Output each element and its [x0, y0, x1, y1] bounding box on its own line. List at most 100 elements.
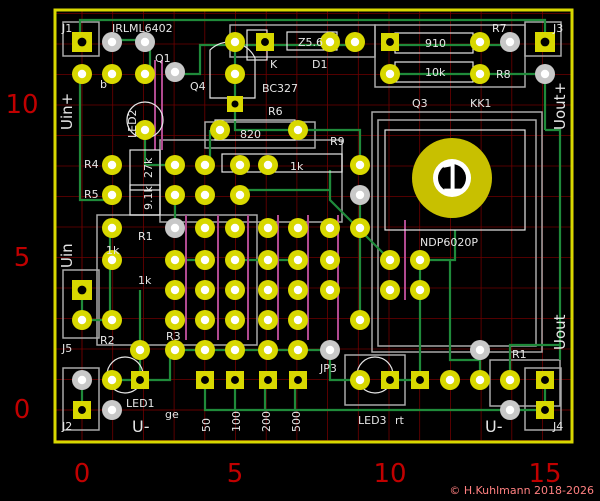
label-uin-plus: Uin+: [58, 93, 76, 130]
pad-hole: [475, 345, 485, 355]
label-r27k: 27k: [142, 157, 155, 178]
pad-hole: [230, 37, 240, 47]
pad-hole: [293, 223, 303, 233]
pad-hole: [325, 285, 335, 295]
pad-hole: [294, 376, 302, 384]
pad-hole: [77, 315, 87, 325]
pad-hole: [107, 375, 117, 385]
silk-labels: J1 IRLML6402 Q1 b Q4 BC327 K Z5.6 D1 R6 …: [58, 22, 569, 436]
pad-hole: [230, 69, 240, 79]
pad-hole: [475, 375, 485, 385]
label-r910: 910: [425, 37, 446, 50]
pad-hole: [263, 345, 273, 355]
pad-hole: [201, 376, 209, 384]
pad-hole: [355, 315, 365, 325]
label-kk1: KK1: [470, 97, 491, 110]
pad-hole: [107, 69, 117, 79]
pad-hole: [215, 125, 225, 135]
axis-labels: 10 5 0 0 5 10 15: [5, 90, 561, 489]
pads: [72, 32, 555, 420]
pad-hole: [77, 69, 87, 79]
axis-y-label-10: 10: [5, 90, 38, 120]
pad-hole: [170, 315, 180, 325]
pad-hole: [415, 285, 425, 295]
pad-hole: [77, 285, 87, 295]
pad-hole: [385, 285, 395, 295]
pad-hole: [505, 375, 515, 385]
pad-hole: [350, 37, 360, 47]
pad-hole: [170, 190, 180, 200]
label-r7: R7: [492, 22, 507, 35]
pad-hole: [230, 285, 240, 295]
pad-hole: [541, 406, 549, 414]
label-irlml6402: IRLML6402: [112, 22, 173, 35]
pad-hole: [505, 405, 515, 415]
label-u-minus-left: U-: [132, 417, 149, 436]
label-uin: Uin: [58, 243, 76, 268]
axis-y-label-0: 0: [14, 395, 31, 425]
label-led2: LED2: [126, 109, 139, 138]
label-bc327: BC327: [262, 82, 298, 95]
pad-hole: [325, 345, 335, 355]
pad-hole: [386, 376, 394, 384]
pad-hole: [415, 255, 425, 265]
pad-hole: [140, 37, 150, 47]
pad-hole: [235, 160, 245, 170]
label-rt: rt: [395, 414, 405, 427]
pad-hole: [293, 315, 303, 325]
pad-hole: [231, 376, 239, 384]
pad-hole: [293, 125, 303, 135]
pad-hole: [77, 375, 87, 385]
pad-hole: [107, 160, 117, 170]
pad-hole: [135, 345, 145, 355]
pad-hole: [293, 255, 303, 265]
pad-hole: [107, 223, 117, 233]
label-r1: R1: [138, 230, 153, 243]
axis-x-label-15: 15: [528, 459, 561, 489]
pad-hole: [231, 100, 239, 108]
pad-hole: [77, 37, 87, 47]
pad-hole: [230, 223, 240, 233]
label-r10k: 10k: [425, 66, 446, 79]
pad-hole: [200, 345, 210, 355]
label-z56: Z5.6: [298, 36, 323, 49]
label-r5: R5: [84, 188, 99, 201]
label-d1: D1: [312, 58, 327, 71]
pad-hole: [355, 375, 365, 385]
label-r9: R9: [330, 135, 345, 148]
pad-hole: [170, 223, 180, 233]
pad-hole: [540, 37, 550, 47]
label-q4: Q4: [190, 80, 206, 93]
pad-hole: [540, 69, 550, 79]
label-k: K: [270, 58, 278, 71]
pad-hole: [78, 406, 86, 414]
pad-hole: [200, 160, 210, 170]
pad-hole: [200, 255, 210, 265]
pad-hole: [263, 160, 273, 170]
label-r6: R6: [268, 105, 283, 118]
pad-hole: [170, 255, 180, 265]
label-jp3: JP3: [319, 362, 337, 375]
pad-hole: [505, 37, 515, 47]
pad-hole: [107, 37, 117, 47]
axis-y-label-5: 5: [14, 243, 31, 273]
board-outline: [53, 8, 574, 444]
pad-hole: [355, 223, 365, 233]
label-r50: 50: [200, 418, 213, 432]
pad-hole: [200, 285, 210, 295]
pad-hole: [170, 160, 180, 170]
pad-hole: [264, 376, 272, 384]
label-j2: J2: [61, 420, 72, 433]
pad-hole: [445, 375, 455, 385]
label-j3: J3: [552, 22, 563, 35]
label-r1k-c: 1k: [138, 274, 152, 287]
pad-hole: [230, 255, 240, 265]
label-u-minus-right: U-: [485, 417, 502, 436]
label-r1k-b: 1k: [106, 244, 120, 257]
axis-x-label-10: 10: [373, 459, 406, 489]
label-j1: J1: [61, 22, 72, 35]
label-ndp6020p: NDP6020P: [420, 236, 478, 249]
label-uout: Uout: [551, 314, 569, 350]
pad-hole: [385, 69, 395, 79]
pad-hole: [107, 315, 117, 325]
